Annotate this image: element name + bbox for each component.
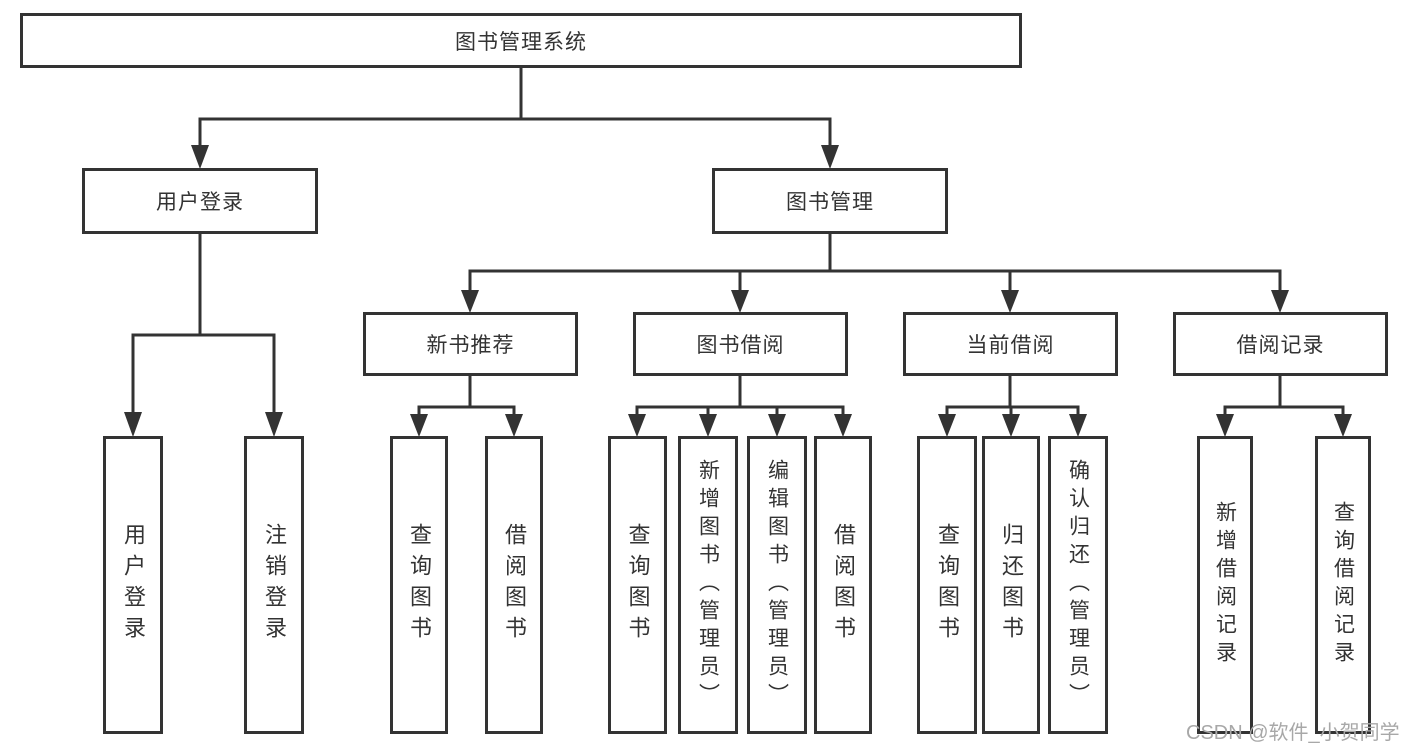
leaf-add-borrow-record-label: 新增借阅记录 (1213, 501, 1237, 669)
node-borrow-records-label: 借阅记录 (1236, 334, 1325, 357)
leaf-edit-book-admin: 编辑图书（管理员） (747, 436, 807, 734)
node-new-book-recommend: 新书推荐 (363, 312, 578, 376)
node-book-management: 图书管理 (712, 168, 948, 234)
node-new-book-recommend-label: 新书推荐 (426, 334, 515, 357)
leaf-query-books-current: 查询图书 (917, 436, 977, 734)
leaf-logout-label: 注销登录 (262, 523, 287, 647)
node-book-borrow-label: 图书借阅 (696, 334, 785, 357)
node-user-login-label: 用户登录 (156, 191, 244, 214)
leaf-return-book: 归还图书 (982, 436, 1040, 734)
leaf-logout: 注销登录 (244, 436, 304, 734)
leaf-borrow-books: 借阅图书 (814, 436, 872, 734)
node-current-borrow: 当前借阅 (903, 312, 1118, 376)
leaf-query-books-recommend: 查询图书 (390, 436, 448, 734)
leaf-confirm-return-admin: 确认归还（管理员） (1048, 436, 1108, 734)
leaf-query-borrow-record-label: 查询借阅记录 (1331, 501, 1355, 669)
leaf-add-book-admin: 新增图书（管理员） (678, 436, 738, 734)
leaf-borrow-books-label: 借阅图书 (831, 523, 856, 647)
node-root-label: 图书管理系统 (455, 30, 587, 54)
leaf-query-borrow-record: 查询借阅记录 (1315, 436, 1371, 734)
leaf-edit-book-admin-label: 编辑图书（管理员） (765, 459, 789, 711)
node-user-login: 用户登录 (82, 168, 318, 234)
arrowheads (124, 145, 1352, 437)
node-book-borrow: 图书借阅 (633, 312, 848, 376)
leaf-confirm-return-admin-label: 确认归还（管理员） (1066, 459, 1090, 711)
leaf-query-books-recommend-label: 查询图书 (407, 523, 432, 647)
leaf-query-books-borrow-label: 查询图书 (625, 523, 651, 647)
leaf-query-books-borrow: 查询图书 (608, 436, 667, 734)
leaf-borrow-books-recommend-label: 借阅图书 (502, 523, 527, 647)
leaf-query-books-current-label: 查询图书 (935, 523, 960, 647)
leaf-user-login: 用户登录 (103, 436, 163, 734)
node-book-management-label: 图书管理 (786, 191, 874, 214)
node-borrow-records: 借阅记录 (1173, 312, 1388, 376)
leaf-add-book-admin-label: 新增图书（管理员） (696, 459, 720, 711)
leaf-user-login-label: 用户登录 (121, 523, 146, 647)
watermark: CSDN @软件_小贺同学 (1186, 722, 1400, 744)
node-current-borrow-label: 当前借阅 (966, 334, 1055, 357)
leaf-borrow-books-recommend: 借阅图书 (485, 436, 543, 734)
leaf-add-borrow-record: 新增借阅记录 (1197, 436, 1253, 734)
node-root: 图书管理系统 (20, 13, 1022, 68)
leaf-return-book-label: 归还图书 (999, 523, 1024, 647)
